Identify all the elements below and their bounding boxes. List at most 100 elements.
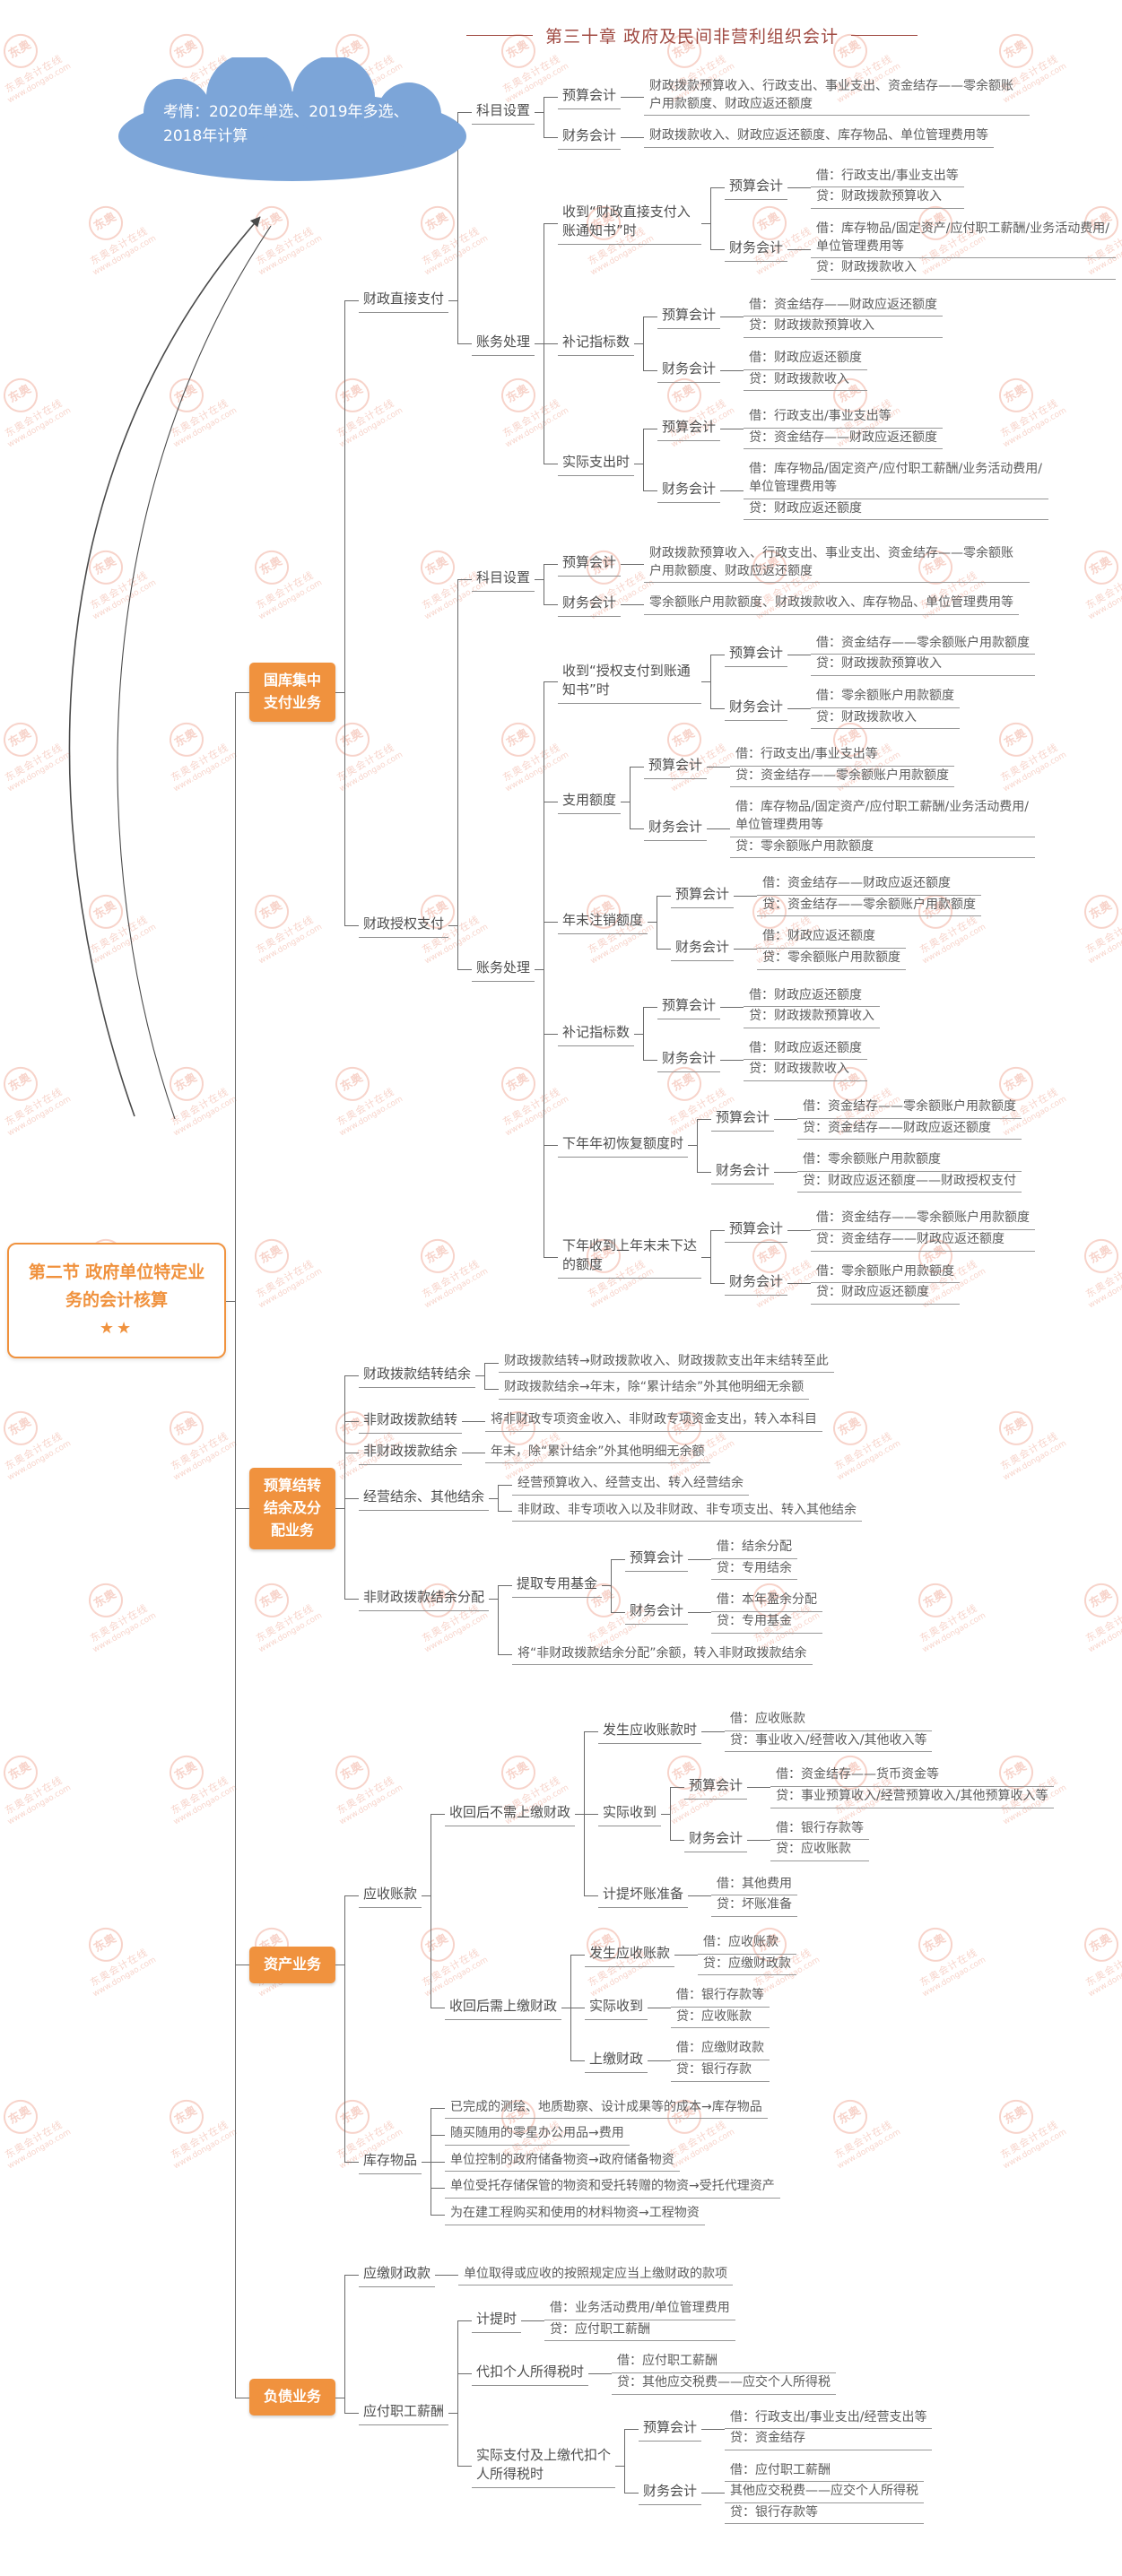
detail-item: 财政拨款预算收入、行政支出、事业支出、资金结存——零余额账户用款额度、财政应返还… bbox=[644, 544, 1031, 584]
sub-topic: 计提时 bbox=[472, 2308, 522, 2333]
detail-line: 贷：财政应返还额度 bbox=[744, 499, 1049, 521]
detail-line: 财政拨款结转→财政拨款收入、财政拨款支出年末结转至此 bbox=[499, 1352, 834, 1374]
sub-topic: 财务会计 bbox=[725, 1271, 788, 1297]
detail-line: 借：本年盈余分配 bbox=[711, 1591, 823, 1613]
detail-line: 财政拨款收入、财政应返还额度、库存物品、单位管理费用等 bbox=[644, 126, 995, 148]
sub-topic: 提取专用基金 bbox=[512, 1573, 603, 1599]
sub-topic: 实际支付及上缴代扣个人所得税时 bbox=[472, 2444, 616, 2488]
detail-line: 随买随用的零星办公用品→费用 bbox=[445, 2124, 630, 2146]
detail-line: 贷：财政拨款预算收入 bbox=[811, 187, 964, 209]
detail-line: 贷：应收账款 bbox=[770, 1840, 870, 1861]
detail-item: 借：应缴财政款贷：银行存款 bbox=[671, 2039, 770, 2082]
detail-item: 财政拨款结余→年末，除“累计结余”外其他明细无余额 bbox=[499, 1378, 810, 1400]
sub-topic: 预算会计 bbox=[684, 1774, 748, 1800]
detail-item: 借：应付职工薪酬其他应交税费——应交个人所得税贷：银行存款等 bbox=[725, 2461, 925, 2525]
detail-item: 为在建工程购买和使用的材料物资→工程物资 bbox=[445, 2204, 705, 2225]
sub-topic: 实际收到 bbox=[598, 1801, 662, 1826]
detail-line: 贷：应收账款 bbox=[671, 2008, 770, 2029]
detail-item: 非财政、非专项收入以及非财政、非专项支出、转入其他结余 bbox=[512, 1501, 863, 1522]
detail-item: 单位取得或应收的按照规定应当上缴财政的款项 bbox=[458, 2265, 734, 2286]
detail-item: 借：行政支出/事业支出等贷：资金结存——零余额账户用款额度 bbox=[730, 745, 955, 788]
detail-line: 贷：其他应交税费——应交个人所得税 bbox=[612, 2373, 837, 2395]
detail-line: 贷：银行存款等 bbox=[725, 2503, 925, 2525]
detail-item: 借：其他费用贷：坏账准备 bbox=[711, 1875, 798, 1917]
detail-item: 借：资金结存——货币资金等贷：事业预算收入/经营预算收入/其他预算收入等 bbox=[770, 1765, 1054, 1808]
detail-line: 贷：事业收入/经营收入/其他收入等 bbox=[725, 1731, 933, 1753]
sub-topic: 年末注销额度 bbox=[558, 909, 648, 935]
sub-topic: 收回后不需上缴财政 bbox=[445, 1801, 576, 1826]
sub-topic: 发生应收账款 bbox=[585, 1942, 675, 1967]
detail-item: 借：资金结存——零余额账户用款额度贷：财政拨款预算收入 bbox=[811, 634, 1036, 677]
detail-item: 借：资金结存——财政应返还额度贷：财政拨款预算收入 bbox=[744, 296, 944, 338]
detail-line: 贷：财政拨款收入 bbox=[811, 708, 961, 730]
sub-topic: 财务会计 bbox=[711, 1159, 775, 1184]
branch-budget-carryover-distribution: 预算结转结余及分配业务 bbox=[249, 1468, 335, 1549]
detail-line: 贷：资金结存——零余额账户用款额度 bbox=[730, 767, 955, 788]
detail-item: 单位受托存储保管的物资和受托转赠的物资→受托代理资产 bbox=[445, 2177, 780, 2199]
sub-topic: 财务会计 bbox=[639, 2480, 702, 2506]
detail-line: 贷：资金结存——财政应返还额度 bbox=[744, 429, 944, 450]
detail-item: 借：行政支出/事业支出等贷：财政拨款预算收入 bbox=[811, 167, 964, 209]
detail-item: 借：零余额账户用款额度贷：财政应返还额度——财政授权支付 bbox=[797, 1150, 1022, 1193]
sub-topic: 预算会计 bbox=[657, 304, 721, 330]
detail-line: 贷：资金结存——财政应返还额度 bbox=[797, 1119, 1022, 1141]
detail-line: 贷：专用基金 bbox=[711, 1612, 823, 1634]
detail-line: 贷：财政拨款预算收入 bbox=[744, 1007, 881, 1028]
sub-topic: 财务会计 bbox=[657, 358, 721, 383]
detail-line: 借：财政应返还额度 bbox=[744, 1039, 868, 1061]
sub-topic: 收到“财政直接支付入账通知书”时 bbox=[558, 201, 702, 246]
sub-topic: 科目设置 bbox=[472, 567, 535, 593]
branch-liabilities: 负债业务 bbox=[249, 2379, 335, 2416]
detail-line: 非财政、非专项收入以及非财政、非专项支出、转入其他结余 bbox=[512, 1501, 863, 1522]
detail-line: 贷：坏账准备 bbox=[711, 1895, 798, 1917]
detail-line: 借：零余额账户用款额度 bbox=[811, 1262, 961, 1284]
sub-topic: 账务处理 bbox=[472, 331, 535, 356]
sub-topic: 补记指标数 bbox=[558, 331, 635, 356]
detail-line: 贷：财政应返还额度——财政授权支付 bbox=[797, 1172, 1022, 1193]
detail-line: 贷：银行存款 bbox=[671, 2060, 770, 2082]
sub-topic: 收到“授权支付到账通知书”时 bbox=[558, 660, 702, 704]
sub-topic: 非财政拨款结余分配 bbox=[359, 1586, 490, 1612]
sub-topic: 财务会计 bbox=[725, 696, 788, 721]
detail-line: 借：行政支出/事业支出等 bbox=[744, 407, 944, 429]
detail-item: 借：银行存款等贷：应收账款 bbox=[671, 1986, 770, 2029]
sub-topic: 经营结余、其他结余 bbox=[359, 1486, 490, 1511]
sub-topic: 上缴财政 bbox=[585, 2048, 648, 2073]
detail-line: 借：财政应返还额度 bbox=[744, 349, 868, 370]
detail-item: 借：库存物品/固定资产/应付职工薪酬/业务活动费用/单位管理费用等贷：零余额账户… bbox=[730, 798, 1036, 859]
sub-topic: 账务处理 bbox=[472, 957, 535, 982]
sub-topic: 非财政拨款结转 bbox=[359, 1409, 463, 1434]
title-rule-right-icon bbox=[851, 35, 918, 36]
detail-line: 借：应收账款 bbox=[698, 1933, 797, 1955]
detail-line: 单位取得或应收的按照规定应当上缴财政的款项 bbox=[458, 2265, 734, 2286]
importance-stars: ★★ bbox=[99, 1319, 135, 1339]
detail-item: 年末，除“累计结余”外其他明细无余额 bbox=[485, 1443, 710, 1464]
detail-line: 贷：财政拨款收入 bbox=[811, 258, 1117, 280]
sub-topic: 预算会计 bbox=[725, 1218, 788, 1243]
sub-topic: 财务会计 bbox=[671, 936, 735, 961]
detail-line: 财政拨款预算收入、行政支出、事业支出、资金结存——零余额账户用款额度、财政应返还… bbox=[644, 77, 1031, 117]
detail-item: 借：库存物品/固定资产/应付职工薪酬/业务活动费用/单位管理费用等贷：财政拨款收… bbox=[811, 220, 1117, 280]
detail-line: 借：应付职工薪酬 bbox=[612, 2352, 837, 2373]
detail-line: 借：财政应返还额度 bbox=[744, 986, 881, 1008]
detail-line: 贷：财政应返还额度 bbox=[811, 1283, 961, 1305]
exam-note-text: 考情：2020年单选、2019年多选、2018年计算 bbox=[163, 102, 409, 145]
detail-item: 零余额账户用款额度、财政拨款收入、库存物品、单位管理费用等 bbox=[644, 594, 1020, 615]
detail-line: 借：资金结存——货币资金等 bbox=[770, 1765, 1054, 1788]
sub-topic: 预算会计 bbox=[725, 175, 788, 201]
detail-line: 借：资金结存——零余额账户用款额度 bbox=[811, 634, 1036, 655]
detail-line: 贷：财政拨款预算收入 bbox=[811, 655, 1036, 677]
sub-topic: 代扣个人所得税时 bbox=[472, 2361, 589, 2386]
sub-topic: 预算会计 bbox=[725, 642, 788, 668]
exam-note-cloud: 考情：2020年单选、2019年多选、2018年计算 bbox=[113, 57, 472, 192]
detail-item: 借：财政应返还额度贷：财政拨款收入 bbox=[744, 349, 868, 392]
detail-line: 借：财政应返还额度 bbox=[757, 927, 907, 949]
detail-line: 贷：应缴财政款 bbox=[698, 1955, 797, 1976]
chapter-header: 第三十章 政府及民间非营利组织会计 bbox=[466, 23, 918, 48]
detail-line: 单位控制的政府储备物资→政府储备物资 bbox=[445, 2151, 680, 2173]
sub-topic: 预算会计 bbox=[625, 1547, 689, 1572]
detail-item: 借：财政应返还额度贷：财政拨款预算收入 bbox=[744, 986, 881, 1028]
detail-line: 借：资金结存——零余额账户用款额度 bbox=[797, 1097, 1022, 1119]
title-rule-left-icon bbox=[466, 35, 533, 36]
sub-topic: 应缴财政款 bbox=[359, 2262, 436, 2288]
